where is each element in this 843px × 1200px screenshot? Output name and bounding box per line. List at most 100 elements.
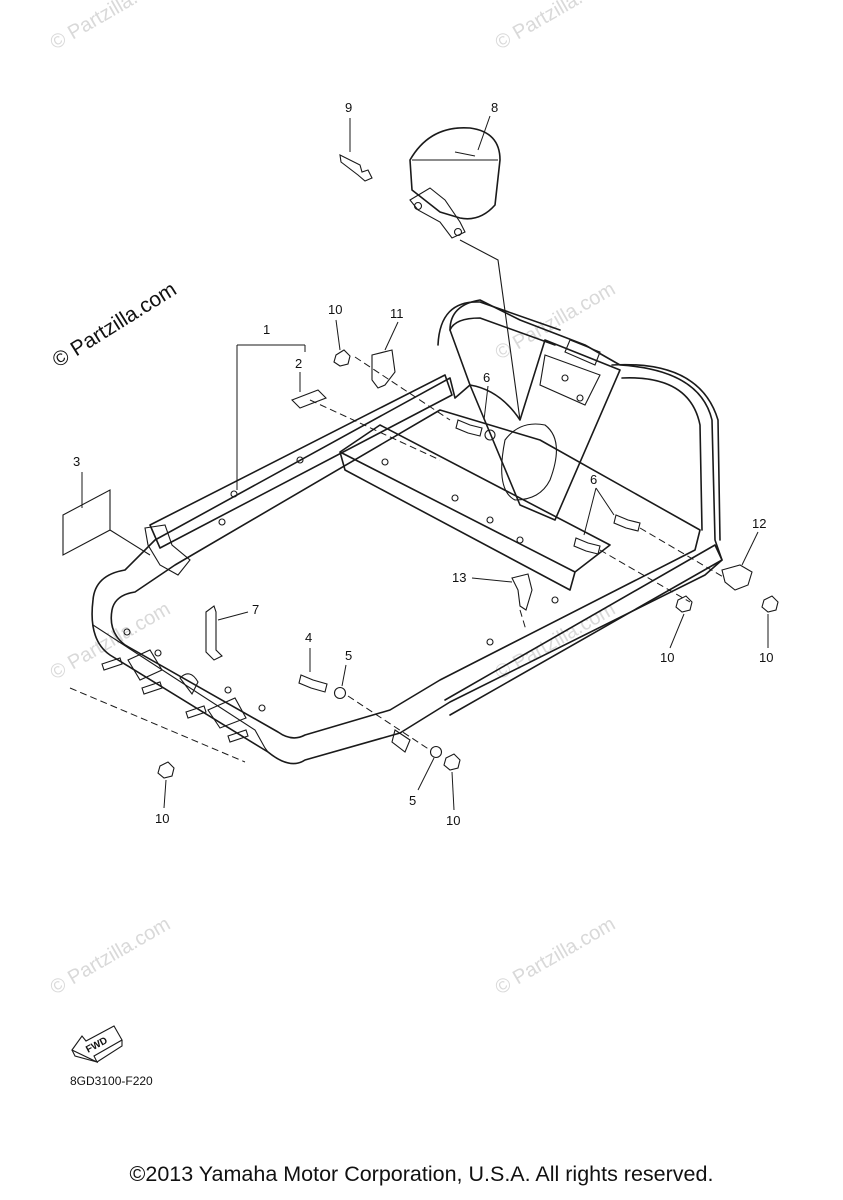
callout-3: 3	[73, 454, 80, 469]
frame-tube-outer	[91, 299, 723, 765]
nut-part	[761, 595, 779, 613]
leader-line	[384, 321, 399, 351]
watermark-text: © Partzilla.com	[47, 0, 175, 54]
callout-7: 7	[252, 602, 259, 617]
label-part	[62, 489, 111, 556]
hardware-parts	[62, 127, 779, 779]
strap-part	[205, 605, 223, 661]
assembly-line	[309, 399, 441, 461]
rim-hole	[224, 686, 232, 694]
bolt-part	[455, 419, 483, 437]
leader-line	[417, 757, 435, 791]
clip-part	[511, 573, 533, 611]
callout-8: 8	[491, 100, 498, 115]
washer-part	[429, 745, 443, 759]
callout-11: 11	[390, 306, 404, 321]
leader-line	[477, 115, 491, 151]
frame-tube-inner	[110, 409, 701, 739]
bolt-part	[573, 537, 601, 555]
fwd-arrow-depth	[71, 1040, 123, 1063]
callout-10: 10	[446, 813, 460, 828]
bracket-hole	[576, 394, 584, 402]
horn-bracket-hole	[453, 227, 463, 237]
bolt-part	[298, 674, 328, 693]
horn-bracket	[409, 187, 466, 239]
watermark-text: © Partzilla.com	[492, 913, 620, 999]
rim-hole	[258, 704, 266, 712]
bolt-part	[613, 514, 641, 532]
assembly-line	[639, 527, 726, 579]
assembly-lines	[69, 239, 726, 763]
callout-2: 2	[295, 356, 302, 371]
callout-4: 4	[305, 630, 312, 645]
rail-stud	[230, 490, 238, 498]
callout-6: 6	[483, 370, 490, 385]
rail-stud	[218, 518, 226, 526]
horn-part	[409, 127, 501, 220]
stud-part	[101, 657, 123, 671]
callout-10: 10	[759, 650, 773, 665]
stud-part	[227, 729, 249, 743]
copyright-notice: ©2013 Yamaha Motor Corporation, U.S.A. A…	[129, 1162, 714, 1186]
left-hanger	[144, 524, 191, 576]
assembly-line	[109, 529, 151, 556]
frame-cross-member	[339, 424, 611, 591]
assembly-line	[347, 695, 431, 751]
leader-line	[163, 779, 167, 809]
callout-5: 5	[409, 793, 416, 808]
leader-line	[471, 577, 513, 583]
frame-bottom-tab	[391, 729, 411, 753]
frame-front-edge	[92, 624, 269, 753]
callout-10: 10	[328, 302, 342, 317]
fwd-label: FWD	[84, 1035, 109, 1055]
cross-stud	[486, 516, 494, 524]
bracket-hole	[561, 374, 569, 382]
cross-stud	[551, 596, 559, 604]
washer-part	[333, 686, 347, 700]
nut-part	[157, 761, 175, 779]
seat-back-panel	[469, 339, 621, 521]
frame-assembly	[91, 299, 723, 765]
leader-line	[583, 487, 615, 536]
assembly-line	[354, 356, 451, 421]
frame-right-rail	[444, 544, 723, 716]
callout-5: 5	[345, 648, 352, 663]
callout-6: 6	[590, 472, 597, 487]
horn-slot	[454, 151, 476, 157]
leader-line	[217, 611, 249, 621]
rivet-part	[339, 154, 373, 182]
cross-stud	[486, 638, 494, 646]
front-bracket	[207, 697, 247, 729]
nut-part	[333, 349, 351, 367]
stud-part	[141, 681, 163, 695]
callout-10: 10	[660, 650, 674, 665]
leader-lines	[81, 115, 769, 811]
front-bracket	[127, 649, 163, 681]
assembly-line	[69, 687, 246, 763]
frame-left-rail	[149, 374, 453, 549]
leader-line	[669, 613, 685, 649]
cross-stud	[451, 494, 459, 502]
diagram-code: 8GD3100-F220	[70, 1074, 153, 1088]
rim-hole	[154, 649, 162, 657]
horn-bracket-hole	[413, 201, 423, 211]
leader-line	[236, 344, 306, 490]
assembly-line	[519, 609, 527, 631]
callout-1: 1	[263, 322, 270, 337]
watermark-text: © Partzilla.com	[47, 913, 175, 999]
front-clip	[179, 673, 199, 696]
assembly-line	[459, 239, 521, 421]
washer-part	[484, 429, 496, 441]
primary-watermark: © Partzilla.com	[48, 278, 180, 372]
rim-hole	[123, 628, 131, 636]
nut-part	[675, 595, 693, 613]
seat-back-bracket	[539, 354, 601, 406]
cross-stud	[381, 458, 389, 466]
watermark-text: © Partzilla.com	[47, 598, 175, 684]
callout-9: 9	[345, 100, 352, 115]
rail-stud	[296, 456, 304, 464]
roll-hoop	[437, 301, 721, 541]
leader-line	[483, 385, 489, 421]
